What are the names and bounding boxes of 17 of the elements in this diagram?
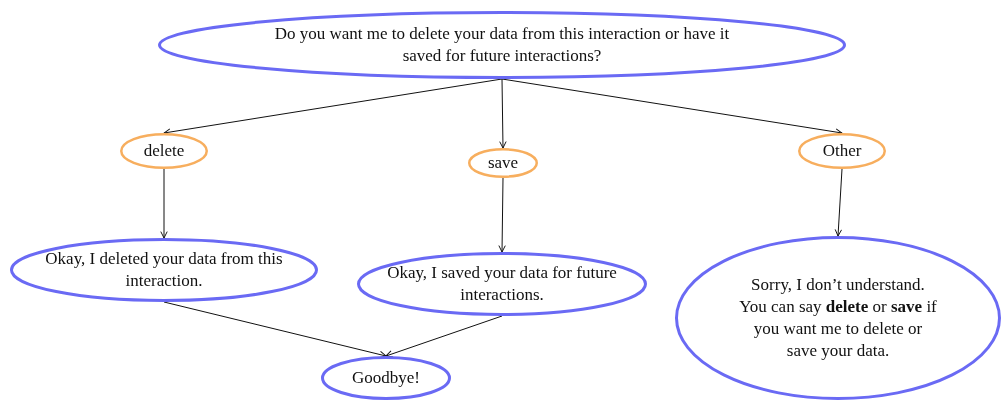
response-ellipse <box>357 252 647 316</box>
choice-ellipse <box>798 133 886 169</box>
node-text: Do you want me to delete your data from this interaction or have it saved for future interactions? <box>273 22 731 67</box>
node-text: save <box>486 151 520 174</box>
node-text: Other <box>821 139 863 162</box>
node-text: Okay, I saved your data for future interactions. <box>386 261 618 306</box>
arrow <box>385 315 503 358</box>
response-ellipse <box>675 236 1001 400</box>
end-ellipse <box>321 356 451 400</box>
choice-ellipse <box>120 133 208 169</box>
node-text: Okay, I deleted your data from this interaction. <box>44 247 284 292</box>
choice-ellipse <box>468 148 538 178</box>
node-text: Goodbye! <box>351 366 421 389</box>
question-ellipse <box>158 11 846 79</box>
node-text: delete <box>142 139 186 162</box>
node-text: Sorry, I don’t understand. You can say delete or save if you want me to delete or save your data. <box>738 273 938 363</box>
response-ellipse <box>10 238 318 302</box>
